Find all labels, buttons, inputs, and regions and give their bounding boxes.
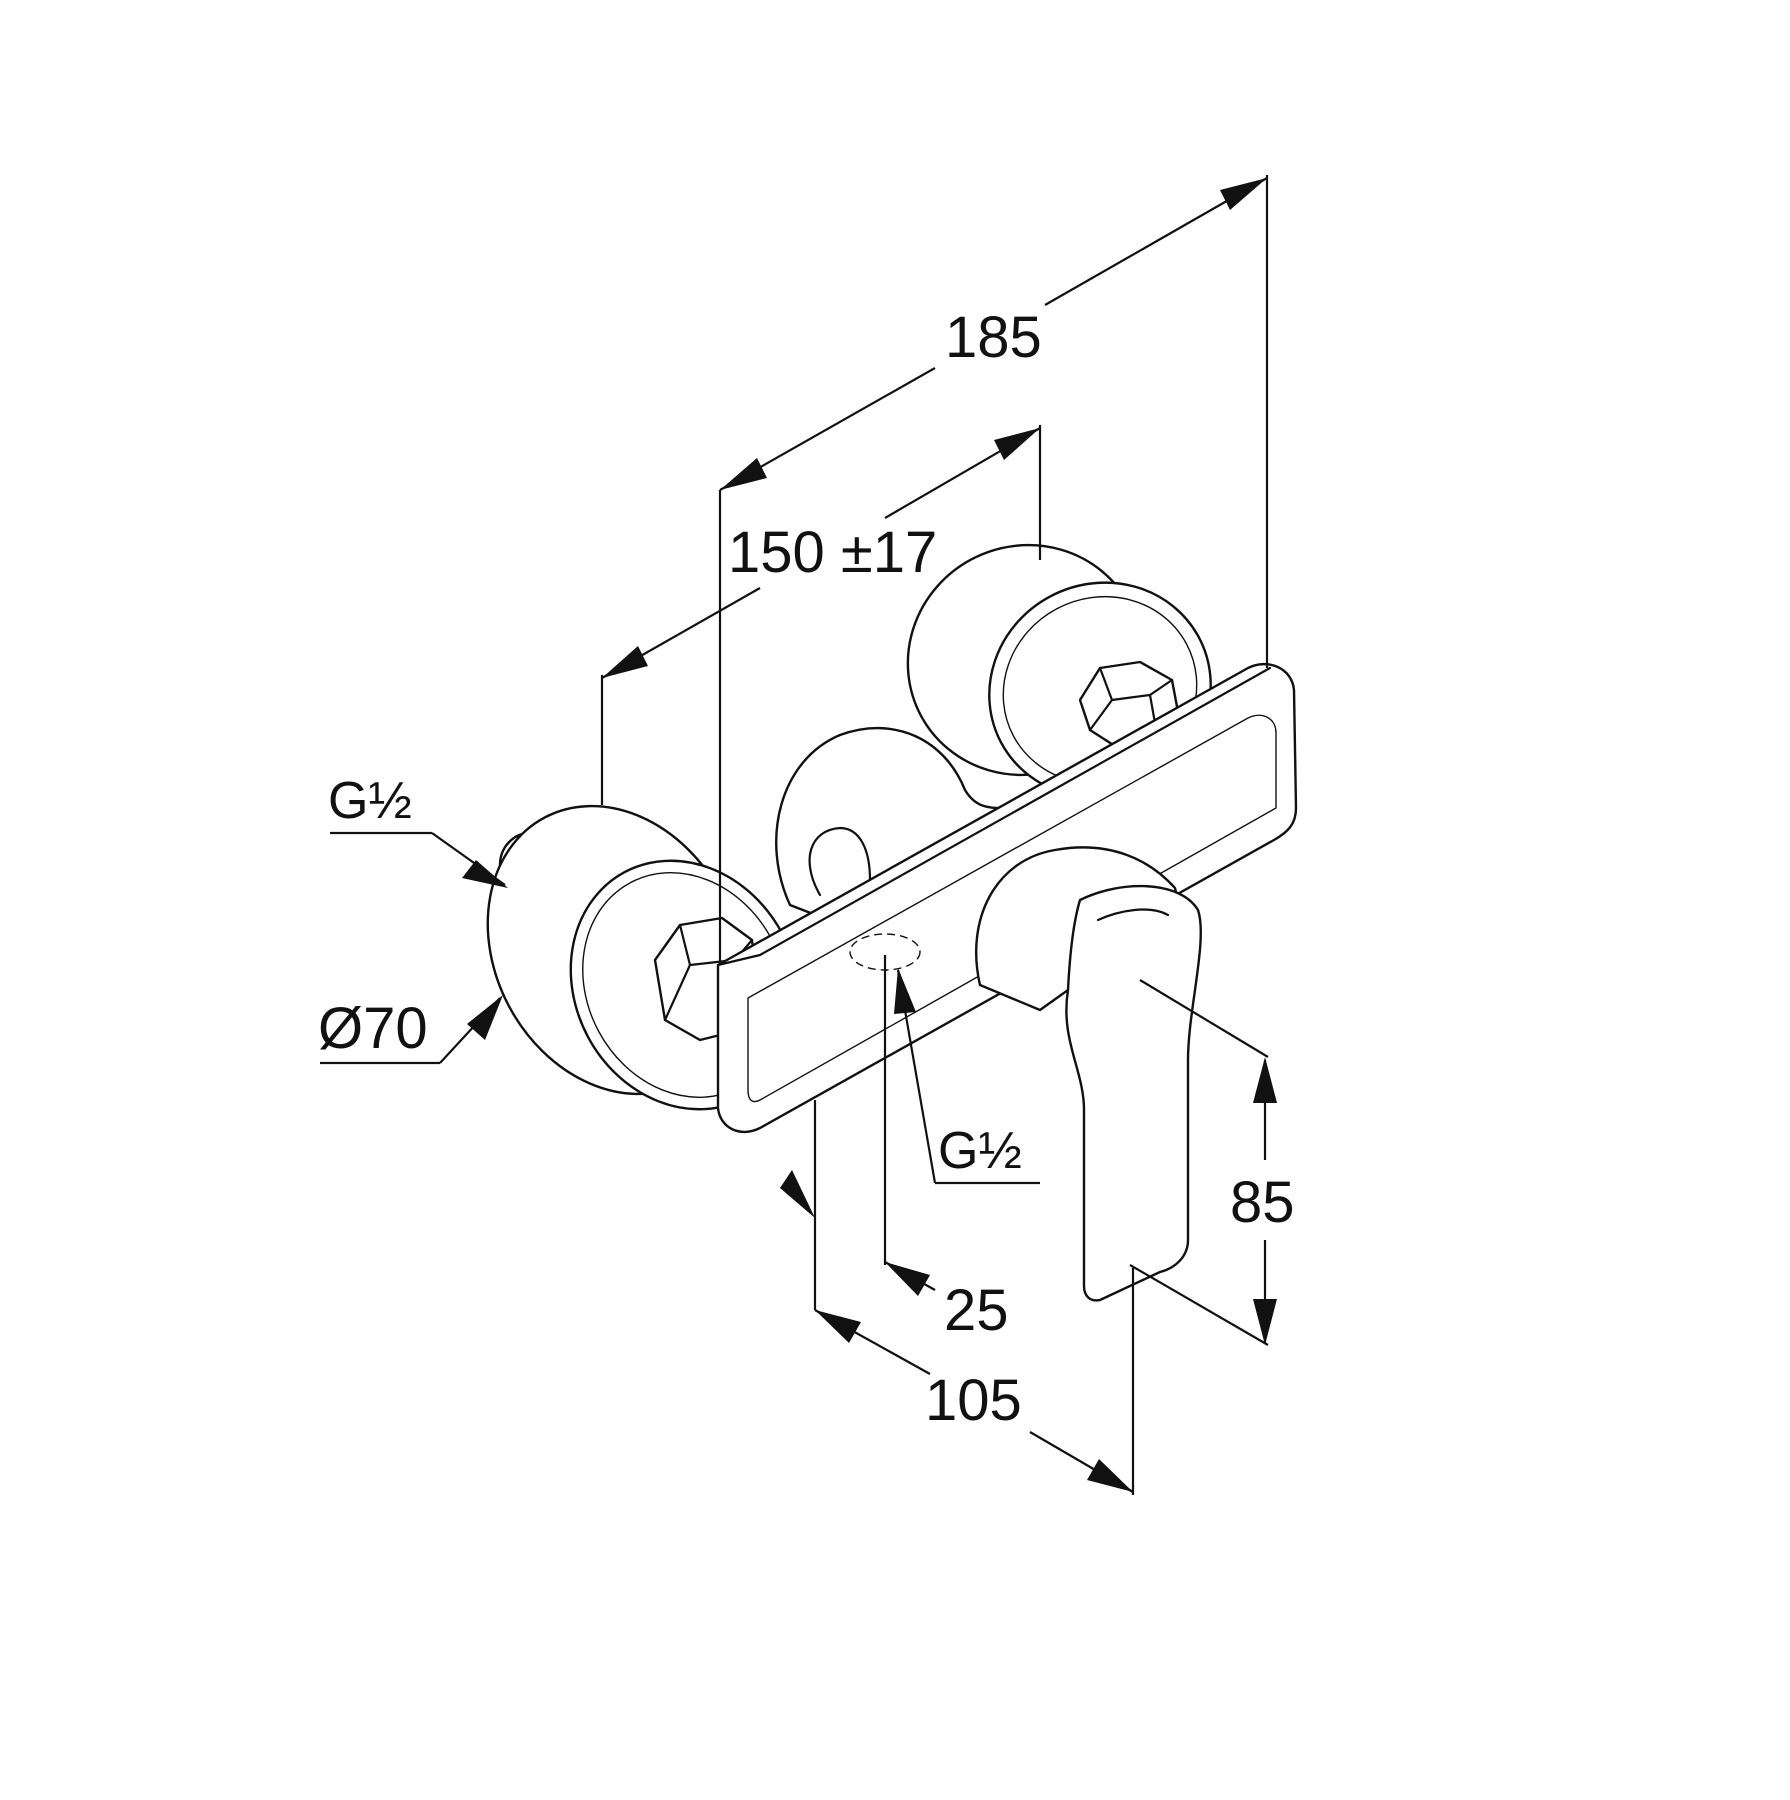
mixer-handle bbox=[975, 846, 1202, 1302]
label-g-left: G½ bbox=[328, 772, 412, 830]
callout-g-outlet: G½ bbox=[894, 968, 1040, 1185]
label-g-outlet: G½ bbox=[938, 1122, 1022, 1180]
label-85: 85 bbox=[1230, 1170, 1295, 1235]
dim-185: 185 bbox=[718, 175, 1269, 965]
dim-150: 150 ±17 bbox=[600, 425, 1042, 805]
label-185: 185 bbox=[945, 305, 1042, 370]
dim-25: 25 bbox=[780, 955, 1009, 1343]
label-25: 25 bbox=[944, 1278, 1009, 1343]
label-diameter: Ø70 bbox=[318, 996, 428, 1061]
label-105: 105 bbox=[925, 1368, 1022, 1433]
callout-diameter: Ø70 bbox=[318, 995, 503, 1065]
callout-g-left: G½ bbox=[328, 772, 508, 888]
label-150: 150 ±17 bbox=[728, 520, 937, 585]
dim-85: 85 bbox=[1129, 979, 1295, 1346]
dim-105: 105 bbox=[814, 1268, 1135, 1495]
